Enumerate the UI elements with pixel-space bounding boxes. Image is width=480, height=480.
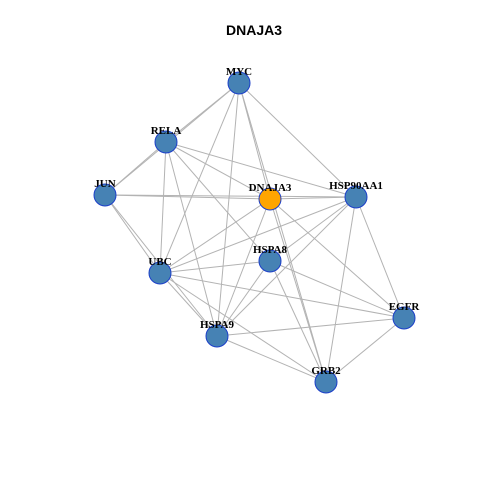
edge-hspa8-egfr xyxy=(269,260,405,319)
edge-hspa8-ubc xyxy=(159,260,271,274)
node-myc xyxy=(227,71,251,95)
node-label-rela: RELA xyxy=(151,125,182,137)
graph-title: DNAJA3 xyxy=(226,22,282,38)
edge-ubc-grb2 xyxy=(159,272,327,383)
edge-dnaja3-hspa9 xyxy=(216,198,271,337)
edge-ubc-hspa9 xyxy=(159,272,218,337)
node-label-hspa9: HSPA9 xyxy=(200,319,235,331)
node-label-egfr: EGFR xyxy=(389,301,421,313)
edge-rela-jun xyxy=(104,141,167,196)
edge-myc-hspa9 xyxy=(216,82,240,337)
edge-hsp90aa1-ubc xyxy=(159,196,357,274)
node-label-grb2: GRB2 xyxy=(311,365,341,377)
edge-hsp90aa1-grb2 xyxy=(325,196,357,383)
edge-myc-hsp90aa1 xyxy=(238,82,357,198)
node-label-hsp90aa1: HSP90AA1 xyxy=(329,180,383,192)
node-hsp90aa1 xyxy=(344,185,368,209)
edge-hsp90aa1-hspa9 xyxy=(216,196,357,337)
edge-dnaja3-ubc xyxy=(159,198,271,274)
edge-rela-hspa9 xyxy=(165,141,218,337)
edge-hspa8-hspa9 xyxy=(216,260,271,337)
edge-hspa9-egfr xyxy=(216,317,405,337)
node-label-myc: MYC xyxy=(226,66,252,78)
node-label-dnaja3: DNAJA3 xyxy=(249,182,292,194)
node-dnaja3 xyxy=(258,187,282,211)
edge-rela-hspa8 xyxy=(165,141,271,262)
node-grb2 xyxy=(314,370,338,394)
edge-rela-ubc xyxy=(159,141,167,274)
edge-dnaja3-grb2 xyxy=(269,198,327,383)
node-label-jun: JUN xyxy=(94,178,115,190)
node-label-hspa8: HSPA8 xyxy=(253,244,288,256)
node-hspa8 xyxy=(258,249,282,273)
edge-grb2-egfr xyxy=(325,317,405,383)
edge-ubc-egfr xyxy=(159,272,405,319)
node-rela xyxy=(154,130,178,154)
edge-layer xyxy=(104,82,405,383)
edge-rela-dnaja3 xyxy=(165,141,271,200)
edge-hsp90aa1-hspa8 xyxy=(269,196,357,262)
node-hspa9 xyxy=(205,324,229,348)
edge-hspa9-grb2 xyxy=(216,335,327,383)
node-ubc xyxy=(148,261,172,285)
node-jun xyxy=(93,183,117,207)
node-egfr xyxy=(392,306,416,330)
edge-myc-ubc xyxy=(159,82,240,274)
edge-hsp90aa1-egfr xyxy=(355,196,405,319)
edge-dnaja3-hsp90aa1 xyxy=(269,196,357,200)
edge-jun-hsp90aa1 xyxy=(104,194,357,198)
edge-rela-hsp90aa1 xyxy=(165,141,357,198)
node-layer xyxy=(93,71,416,394)
edge-hspa8-grb2 xyxy=(269,260,327,383)
node-label-ubc: UBC xyxy=(148,256,171,268)
edge-jun-ubc xyxy=(104,194,161,274)
edge-dnaja3-egfr xyxy=(269,198,405,319)
edge-myc-grb2 xyxy=(238,82,327,383)
